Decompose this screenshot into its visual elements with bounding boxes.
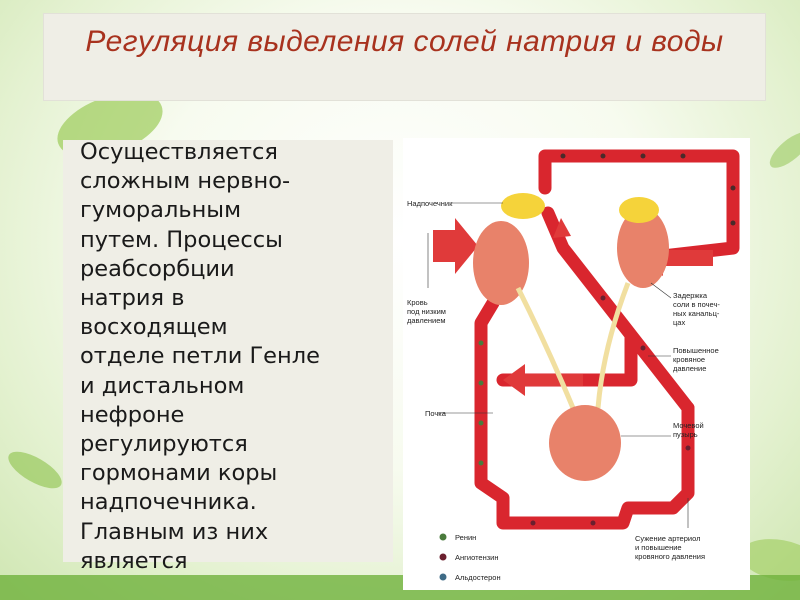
vessel-dot [478, 420, 484, 426]
vessel-dot [640, 153, 646, 159]
label-constrict-3: кровяного давления [635, 552, 705, 561]
legend-dot-renin [439, 533, 447, 541]
adrenal-left [501, 193, 545, 219]
vessel-diagonal [541, 206, 695, 415]
diagram-svg: Надпочечник Кровь под низким давлением П… [407, 149, 740, 582]
label-bladder-1: Мочевой [673, 421, 704, 430]
adrenal-right [619, 197, 659, 223]
label-retention-2: соли в почеч- [673, 300, 720, 309]
label-retention-3: ных канальц- [673, 309, 720, 318]
vessel-dot [680, 153, 686, 159]
vessel-dot [640, 345, 646, 351]
arrow-diagonal-up [553, 218, 571, 238]
vessel-dot [685, 445, 691, 451]
ureter-right [595, 282, 631, 409]
legend-label-renin: Ренин [455, 533, 476, 542]
label-constrict-2: и повышение [635, 543, 682, 552]
vessel-dot [730, 220, 736, 226]
label-blood-low-1: Кровь [407, 298, 428, 307]
legend-label-angiotensin: Ангиотензин [455, 553, 499, 562]
leaf-decoration [769, 132, 800, 168]
label-pressure-2: кровяное [673, 355, 705, 364]
legend-dot-aldosterone [439, 573, 447, 581]
vessel-dot [590, 520, 596, 526]
kidney-right [617, 208, 669, 288]
vessel-dot [600, 295, 606, 301]
label-pressure-3: давление [673, 364, 706, 373]
label-pressure-1: Повышенное [673, 346, 719, 355]
label-kidney: Почка [425, 409, 447, 418]
label-blood-low-3: давлением [407, 316, 446, 325]
legend-label-aldosterone: Альдостерон [455, 573, 501, 582]
slide-title: Регуляция выделения солей натрия и воды [85, 25, 724, 58]
label-constrict-1: Сужение артериол [635, 534, 700, 543]
kidney-left [473, 221, 529, 305]
arrow-middle [503, 364, 583, 396]
vessel-dot [530, 520, 536, 526]
leader-retention [650, 282, 672, 299]
bladder [549, 405, 621, 481]
label-retention-4: цах [673, 318, 685, 327]
arrow-blood-low [433, 218, 478, 274]
vessel-dot [600, 153, 606, 159]
ureter-left [515, 286, 576, 409]
body-paragraph: Осуществляется сложным нервно- гуморальн… [80, 139, 320, 574]
vessel-dot [560, 153, 566, 159]
label-bladder-2: пузырь [673, 430, 698, 439]
leaf-decoration [8, 451, 62, 489]
leader-lines [427, 202, 689, 528]
label-retention-1: Задержка [673, 291, 708, 300]
vessel-left-down [474, 296, 695, 530]
label-adrenal: Надпочечник [407, 199, 453, 208]
vessel-dot [730, 185, 736, 191]
legend-dot-angiotensin [439, 553, 447, 561]
vessel-dot [478, 380, 484, 386]
label-blood-low-2: под низким [407, 307, 446, 316]
text-box-background [63, 140, 393, 562]
vessel-dot [478, 340, 484, 346]
kidney-regulation-diagram: Надпочечник Кровь под низким давлением П… [403, 138, 750, 590]
vessel-dot [478, 460, 484, 466]
legend: Ренин Ангиотензин Альдостерон [439, 533, 501, 582]
vessel-dots [478, 153, 736, 526]
title-box: Регуляция выделения солей натрия и воды [43, 13, 766, 101]
